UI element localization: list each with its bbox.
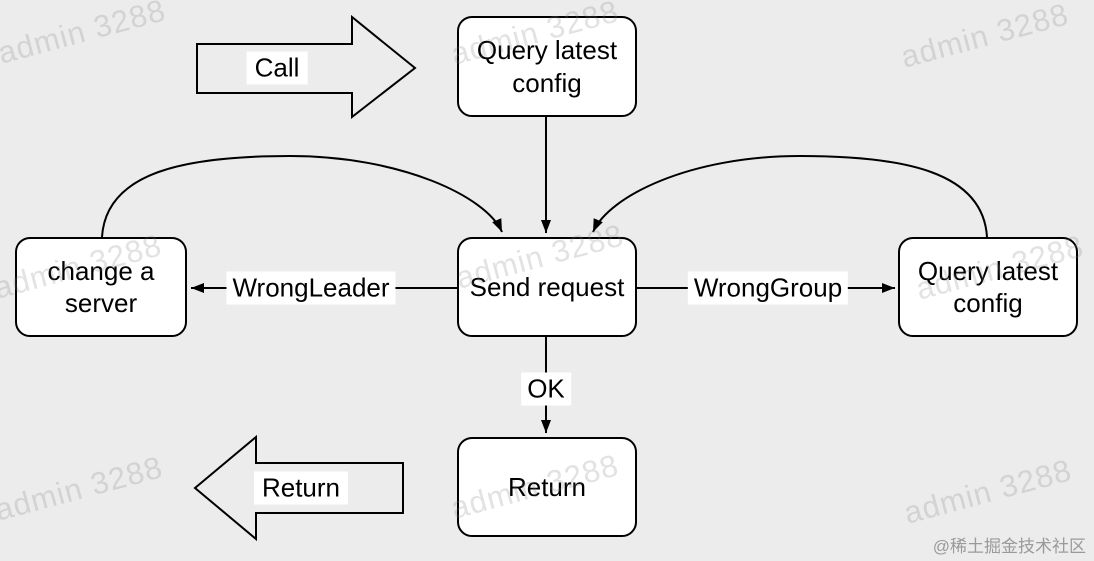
- node-query-latest-top: Query latest config: [457, 16, 637, 117]
- edge-label-wrongleader: WrongLeader: [226, 271, 396, 305]
- edge-query-right-to-send-request-curve: [592, 154, 988, 238]
- node-label: Send request: [469, 271, 625, 302]
- node-query-latest-right: Query latest config: [898, 237, 1078, 337]
- edge-label-ok: OK: [521, 372, 571, 406]
- call-arrow-label: Call: [246, 51, 308, 85]
- edge-change-server-to-send-request-curve: [101, 154, 503, 238]
- return-arrow-label: Return: [253, 471, 349, 505]
- node-return: Return: [457, 437, 637, 537]
- node-label: Query latest config: [476, 35, 618, 98]
- node-send-request: Send request: [457, 237, 637, 337]
- node-label: change a server: [47, 255, 155, 319]
- edge-label-wronggroup: WrongGroup: [687, 271, 849, 305]
- node-label: Query latest config: [917, 255, 1059, 319]
- node-change-a-server: change a server: [15, 237, 187, 337]
- node-label: Return: [507, 471, 587, 502]
